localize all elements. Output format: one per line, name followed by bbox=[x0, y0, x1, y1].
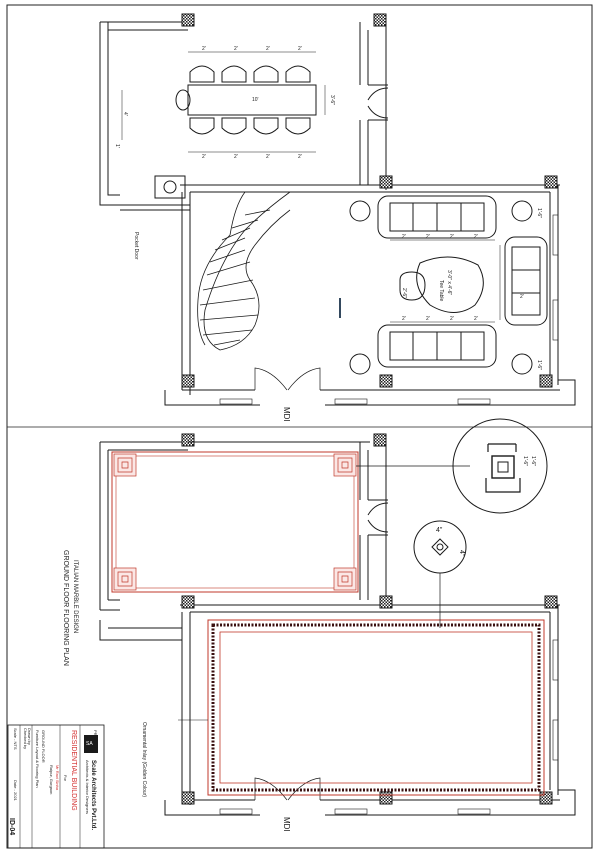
detail-dim-2: 1'-6" bbox=[530, 456, 536, 466]
sofa-spacing-dim: 2' bbox=[402, 234, 406, 240]
chair-spacing-dim: 2' bbox=[266, 46, 270, 52]
sofa-spacing-dim: 2' bbox=[402, 316, 406, 322]
dining-chairs-bottom bbox=[189, 117, 311, 135]
project-label: PROJECT bbox=[93, 730, 98, 749]
chair-spacing-dim: 2' bbox=[298, 46, 302, 52]
sofa-spacing-dim: 2' bbox=[426, 234, 430, 240]
column-marker bbox=[373, 433, 387, 447]
top-plan bbox=[99, 13, 576, 406]
sheet-border bbox=[6, 4, 593, 849]
detail-dim-1: 1'-6" bbox=[522, 456, 528, 466]
column-marker bbox=[539, 374, 553, 388]
chair-spacing-dim: 2' bbox=[298, 154, 302, 160]
plan-title: GROUND FLOOR FLOORING PLAN bbox=[62, 550, 69, 666]
side-table bbox=[511, 200, 533, 222]
spiral-staircase bbox=[197, 191, 291, 351]
door-label-bottom: MDI bbox=[282, 817, 291, 832]
column-marker bbox=[181, 13, 195, 27]
column-marker bbox=[544, 595, 558, 609]
living-sofa-bottom bbox=[377, 324, 497, 368]
scale: Scale - NTS bbox=[13, 728, 18, 750]
sofa-spacing-dim: 2' bbox=[474, 234, 478, 240]
coffee-table-size: 3'-0" x 4'-6" bbox=[446, 270, 452, 295]
client-name: Mr Ravi Sinha bbox=[55, 765, 60, 791]
drawing-title: Furniture Layout & Flooring Plan bbox=[35, 730, 40, 788]
plan-subtitle: ITALIAN MARBLE DESIGN bbox=[72, 560, 78, 633]
dining-chairs-top bbox=[189, 65, 311, 83]
checked-by: Checked by bbox=[23, 728, 28, 749]
column-marker bbox=[181, 791, 195, 805]
living-sofa-top bbox=[377, 195, 497, 239]
dining-table bbox=[187, 84, 317, 116]
medallion-dim-side: 4" bbox=[458, 550, 465, 557]
title-block: SA PROJECT Scale Architects Pvt.Ltd. Arc… bbox=[7, 724, 105, 849]
date: Date - 2021 bbox=[13, 780, 18, 802]
firm-sub: Architects & Interior Designers bbox=[85, 760, 90, 814]
sofa-spacing-dim: 2' bbox=[450, 234, 454, 240]
sofa-spacing-dim: 2' bbox=[520, 294, 524, 300]
for-label: For bbox=[63, 775, 68, 782]
small-dim: 1' bbox=[114, 144, 120, 148]
column-marker bbox=[544, 175, 558, 189]
drawn-by: Drawn by bbox=[27, 728, 32, 745]
left-dim: 4' bbox=[122, 112, 128, 116]
sofa-spacing-dim: 2' bbox=[474, 316, 478, 322]
drawing-sub: GROUND FLOOR bbox=[41, 730, 46, 763]
medallion-dim-top: 4" bbox=[436, 527, 443, 534]
table-length-dim: 10' bbox=[252, 97, 259, 103]
firm-logo-text: SA bbox=[86, 741, 93, 747]
bottom-plan bbox=[99, 418, 576, 816]
project-name: RESIDENTIAL BUILDING bbox=[70, 730, 77, 811]
coffee-table-label: Tee Table bbox=[438, 280, 444, 302]
tile-detail-callout bbox=[452, 418, 548, 514]
living-inlay-border bbox=[207, 619, 545, 796]
column-marker bbox=[539, 791, 553, 805]
firm-logo bbox=[84, 735, 98, 753]
chair-spacing-dim: 2' bbox=[202, 46, 206, 52]
chair-spacing-dim: 2' bbox=[266, 154, 270, 160]
pocket-door-label: Pocket Door bbox=[133, 232, 139, 260]
column-marker bbox=[379, 595, 393, 609]
sofa-spacing-dim: 2' bbox=[450, 316, 454, 322]
chair-spacing-dim: 2' bbox=[234, 154, 238, 160]
column-marker bbox=[373, 13, 387, 27]
dining-inlay-border bbox=[111, 451, 359, 593]
side-dim: 1'-6" bbox=[536, 360, 542, 370]
column-marker bbox=[379, 791, 393, 805]
column-marker bbox=[181, 374, 195, 388]
side-dim: 1'-6" bbox=[536, 208, 542, 218]
border-note: Ornamental Inlay (Golden Colour) bbox=[141, 722, 147, 797]
chair-spacing-dim: 2' bbox=[234, 46, 238, 52]
coffee-table bbox=[416, 256, 484, 313]
column-marker bbox=[379, 175, 393, 189]
dining-chair bbox=[175, 89, 191, 111]
door-label-top: MDI bbox=[282, 407, 291, 422]
living-sofa-side bbox=[504, 236, 548, 326]
side-table-dim: 2'-6" bbox=[401, 288, 407, 298]
side-table bbox=[511, 353, 533, 375]
table-width-dim: 3'-6" bbox=[329, 95, 335, 105]
sheet-number: ID-04 bbox=[8, 818, 15, 835]
sofa-spacing-dim: 2' bbox=[426, 316, 430, 322]
side-table bbox=[349, 200, 371, 222]
side-table bbox=[349, 353, 371, 375]
corner-motif bbox=[113, 453, 357, 591]
firm-name: Scale Architects Pvt.Ltd. bbox=[90, 760, 96, 830]
column-marker bbox=[379, 374, 393, 388]
column-marker bbox=[181, 433, 195, 447]
column-marker bbox=[181, 595, 195, 609]
chair-spacing-dim: 2' bbox=[202, 154, 206, 160]
client-location: Raipur, Gurgaon bbox=[49, 765, 54, 794]
